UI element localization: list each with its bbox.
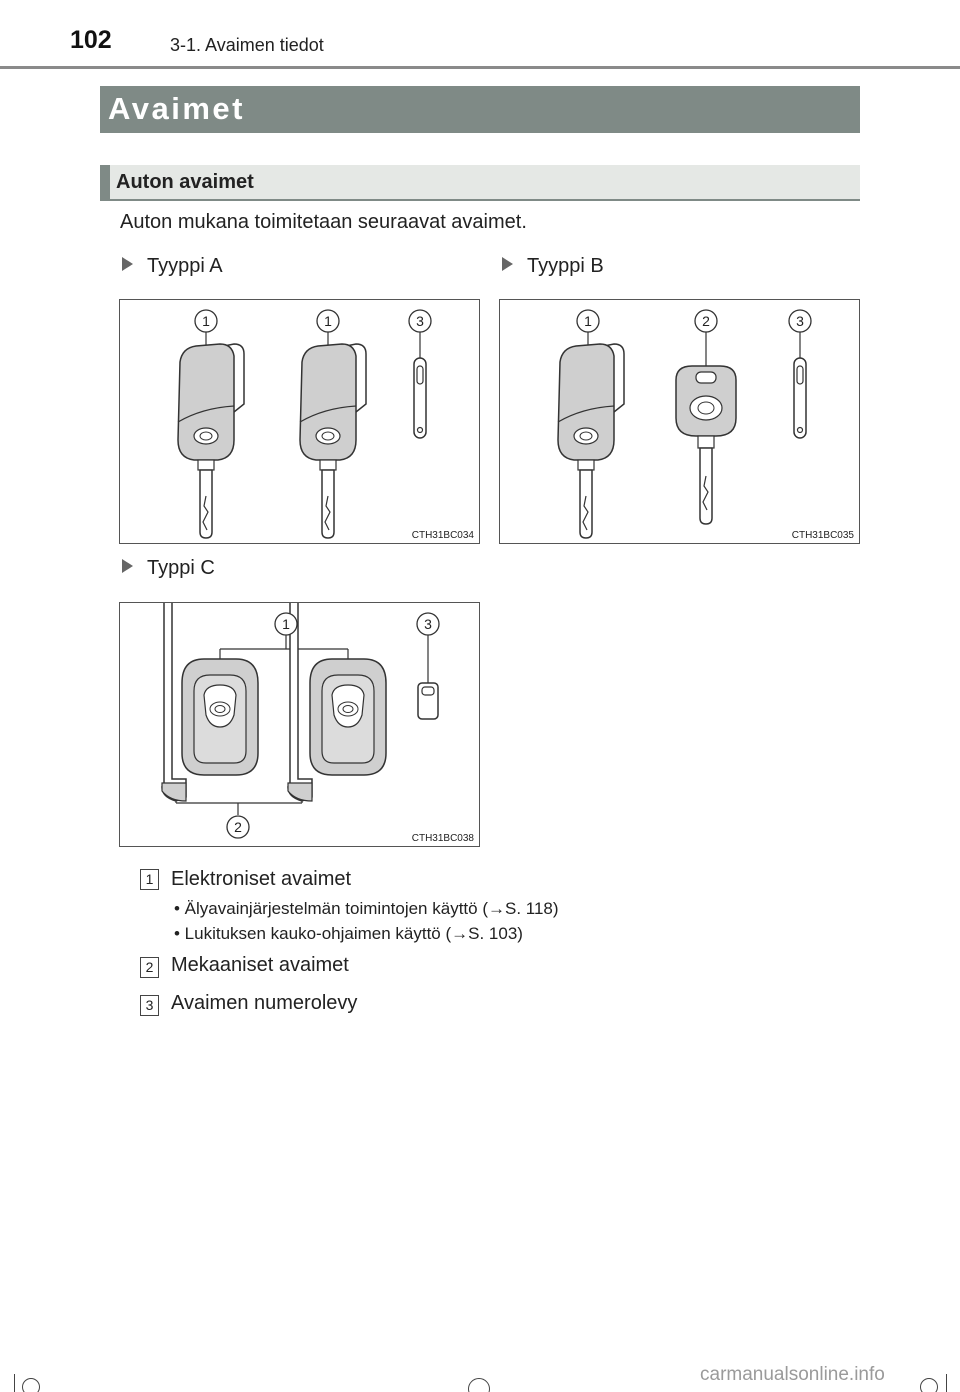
registration-mark: [920, 1378, 938, 1392]
crop-mark: [946, 1374, 947, 1392]
type-b-label: Tyyppi B: [502, 255, 604, 278]
legend-item-mechanical-keys: Mekaaniset avaimet: [171, 954, 349, 976]
page-title-bar: Avaimet: [100, 86, 860, 133]
type-a-keys-illustration: 1 1 3 CTH31BC034: [177, 309, 475, 541]
type-c-label: Typpi C: [122, 557, 215, 580]
legend-number: 3: [140, 995, 159, 1016]
legend-item-key-number-plate: Avaimen numerolevy: [171, 992, 358, 1014]
section-heading-bar: Auton avaimet: [100, 165, 860, 201]
running-header: 3-1. Avaimen tiedot: [170, 35, 324, 55]
legend-item-electronic-keys: Elektroniset avaimet: [171, 868, 352, 890]
legend-bullet: • Älyavainjärjestelmän toimintojen käytt…: [174, 899, 559, 918]
figure-code: CTH31BC038: [412, 833, 475, 844]
legend-number: 1: [140, 869, 159, 890]
callout-1: 1: [584, 313, 592, 329]
watermark: carmanualsonline.info: [700, 1364, 885, 1385]
legend-number: 2: [140, 957, 159, 978]
callout-1: 1: [282, 616, 290, 632]
registration-mark: [22, 1378, 40, 1392]
legend: 1 Elektroniset avaimet • Älyavainjärjest…: [140, 868, 740, 1028]
callout-3: 3: [416, 313, 424, 329]
section-heading: Auton avaimet: [116, 171, 254, 193]
figure-type-c: 1 3 2 CTH31BC038: [119, 602, 480, 847]
header-rule: [0, 66, 960, 69]
registration-mark: [468, 1378, 490, 1392]
callout-3: 3: [796, 313, 804, 329]
figure-type-b: 1 2 3 CTH31BC035: [499, 299, 860, 544]
figure-code: CTH31BC035: [792, 530, 855, 541]
callout-1: 1: [324, 313, 332, 329]
page-title: Avaimet: [108, 91, 245, 126]
type-c-keys-illustration: 1 3 2 CTH31BC038: [161, 603, 475, 844]
intro-text: Auton mukana toimitetaan seuraavat avaim…: [120, 211, 527, 233]
figure-type-a: 1 1 3 CTH31BC034: [119, 299, 480, 544]
callout-2: 2: [702, 313, 710, 329]
page-number: 102: [70, 26, 112, 54]
type-b-keys-illustration: 1 2 3 CTH31BC035: [557, 309, 855, 541]
crop-mark: [14, 1374, 15, 1392]
triangle-bullet-icon: [122, 257, 133, 271]
callout-3: 3: [424, 616, 432, 632]
figure-code: CTH31BC034: [412, 530, 475, 541]
type-a-label: Tyyppi A: [122, 255, 223, 278]
legend-bullet: • Lukituksen kauko-ohjaimen käyttö (→S. …: [174, 924, 523, 943]
callout-2: 2: [234, 819, 242, 835]
callout-1: 1: [202, 313, 210, 329]
triangle-bullet-icon: [502, 257, 513, 271]
triangle-bullet-icon: [122, 559, 133, 573]
